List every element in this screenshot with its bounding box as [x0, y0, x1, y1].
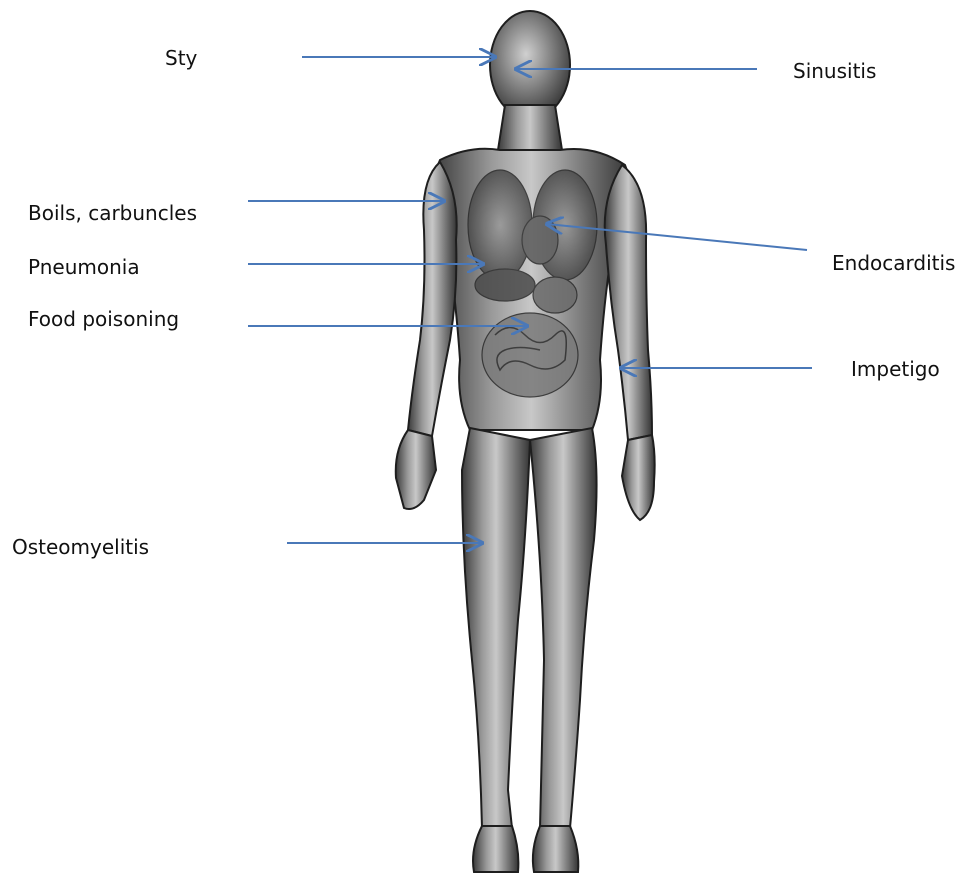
right-leg	[462, 428, 530, 828]
label-sty: Sty	[165, 48, 197, 68]
label-osteomyelitis: Osteomyelitis	[12, 537, 149, 557]
label-food-poisoning: Food poisoning	[28, 309, 179, 329]
label-impetigo: Impetigo	[851, 359, 940, 379]
left-hand	[622, 435, 655, 520]
heart	[522, 216, 558, 264]
label-boils: Boils, carbuncles	[28, 203, 197, 223]
head	[490, 11, 570, 119]
right-hand	[396, 430, 436, 509]
label-endocarditis: Endocarditis	[832, 253, 955, 273]
stomach	[533, 277, 577, 313]
left-leg	[530, 428, 597, 828]
right-arm	[408, 162, 457, 436]
neck	[498, 105, 562, 150]
left-arm	[605, 165, 652, 440]
liver	[475, 269, 535, 301]
human-body-silhouette	[396, 11, 655, 872]
right-foot	[473, 826, 518, 872]
label-sinusitis: Sinusitis	[793, 61, 876, 81]
left-foot	[533, 826, 578, 872]
label-pneumonia: Pneumonia	[28, 257, 140, 277]
